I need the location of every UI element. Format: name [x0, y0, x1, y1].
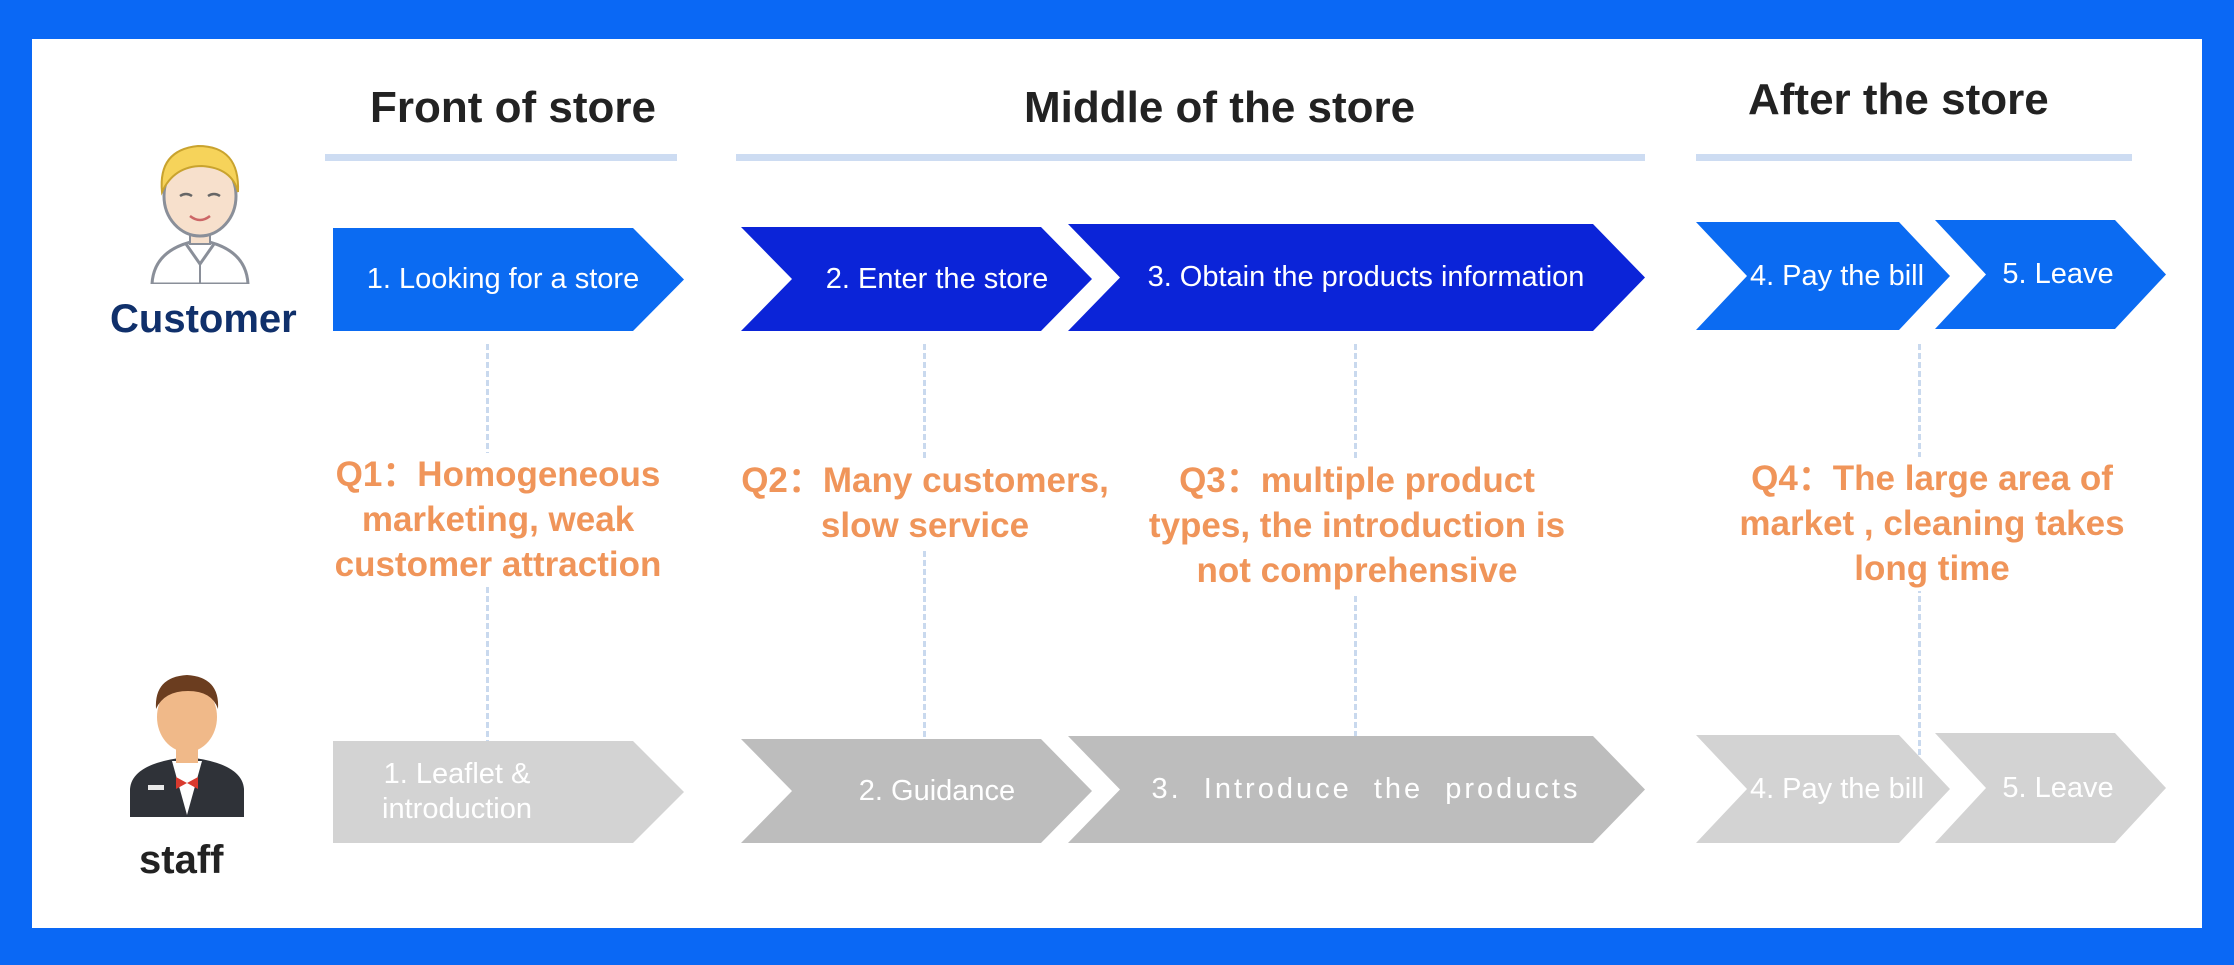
staff-step-5-label: 5. Leave [2002, 771, 2114, 804]
customer-step-5-label: 5. Leave [2002, 258, 2114, 291]
phase-divider-after [1696, 154, 2132, 161]
staff-step-4-label: 4. Pay the bill [1749, 772, 1925, 805]
phase-title-middle: Middle of the store [1024, 83, 1416, 132]
customer-step-3-shape [1068, 224, 1645, 331]
connector-line-2 [923, 344, 926, 764]
customer-step-3-label: 3. Obtain the products information [1147, 261, 1585, 294]
customer-step-1-label: 1. Looking for a store [366, 263, 640, 296]
staff-step-1-label: 1. Leaflet & introduction [382, 758, 532, 825]
staff-step-3-shape [1068, 736, 1645, 843]
question-q4: Q4：The large area of market , cleaning t… [1712, 457, 2152, 592]
staff-avatar-icon [130, 675, 244, 817]
phase-divider-front [325, 154, 677, 161]
question-q2: Q2：Many customers, slow service [720, 459, 1130, 549]
staff-step-4-shape [1696, 735, 1950, 843]
role-label-staff: staff [139, 838, 224, 882]
question-q1: Q1：Homogeneous marketing, weak customer … [318, 453, 678, 588]
customer-step-4-shape [1696, 222, 1950, 330]
journey-diagram: Front of store Middle of the store After… [32, 39, 2202, 928]
staff-step-5-shape [1935, 733, 2166, 843]
customer-step-4-label: 4. Pay the bill [1749, 259, 1925, 292]
customer-step-1-shape [333, 228, 684, 331]
customer-step-5-shape [1935, 220, 2166, 329]
phase-title-after: After the store [1748, 75, 2049, 124]
staff-step-2-label: 2. Guidance [858, 774, 1016, 807]
question-q3: Q3：multiple product types, the introduct… [1142, 459, 1572, 594]
customer-step-2-label: 2. Enter the store [825, 262, 1049, 295]
staff-step-2-shape [741, 739, 1092, 843]
phase-divider-middle [736, 154, 1645, 161]
role-label-customer: Customer [110, 297, 297, 341]
customer-step-2-shape [741, 227, 1092, 331]
staff-step-3-label: 3. Introduce the products [1151, 773, 1581, 806]
staff-step-1-shape [333, 741, 684, 843]
phase-title-front: Front of store [370, 83, 656, 132]
customer-avatar-icon [150, 144, 250, 284]
